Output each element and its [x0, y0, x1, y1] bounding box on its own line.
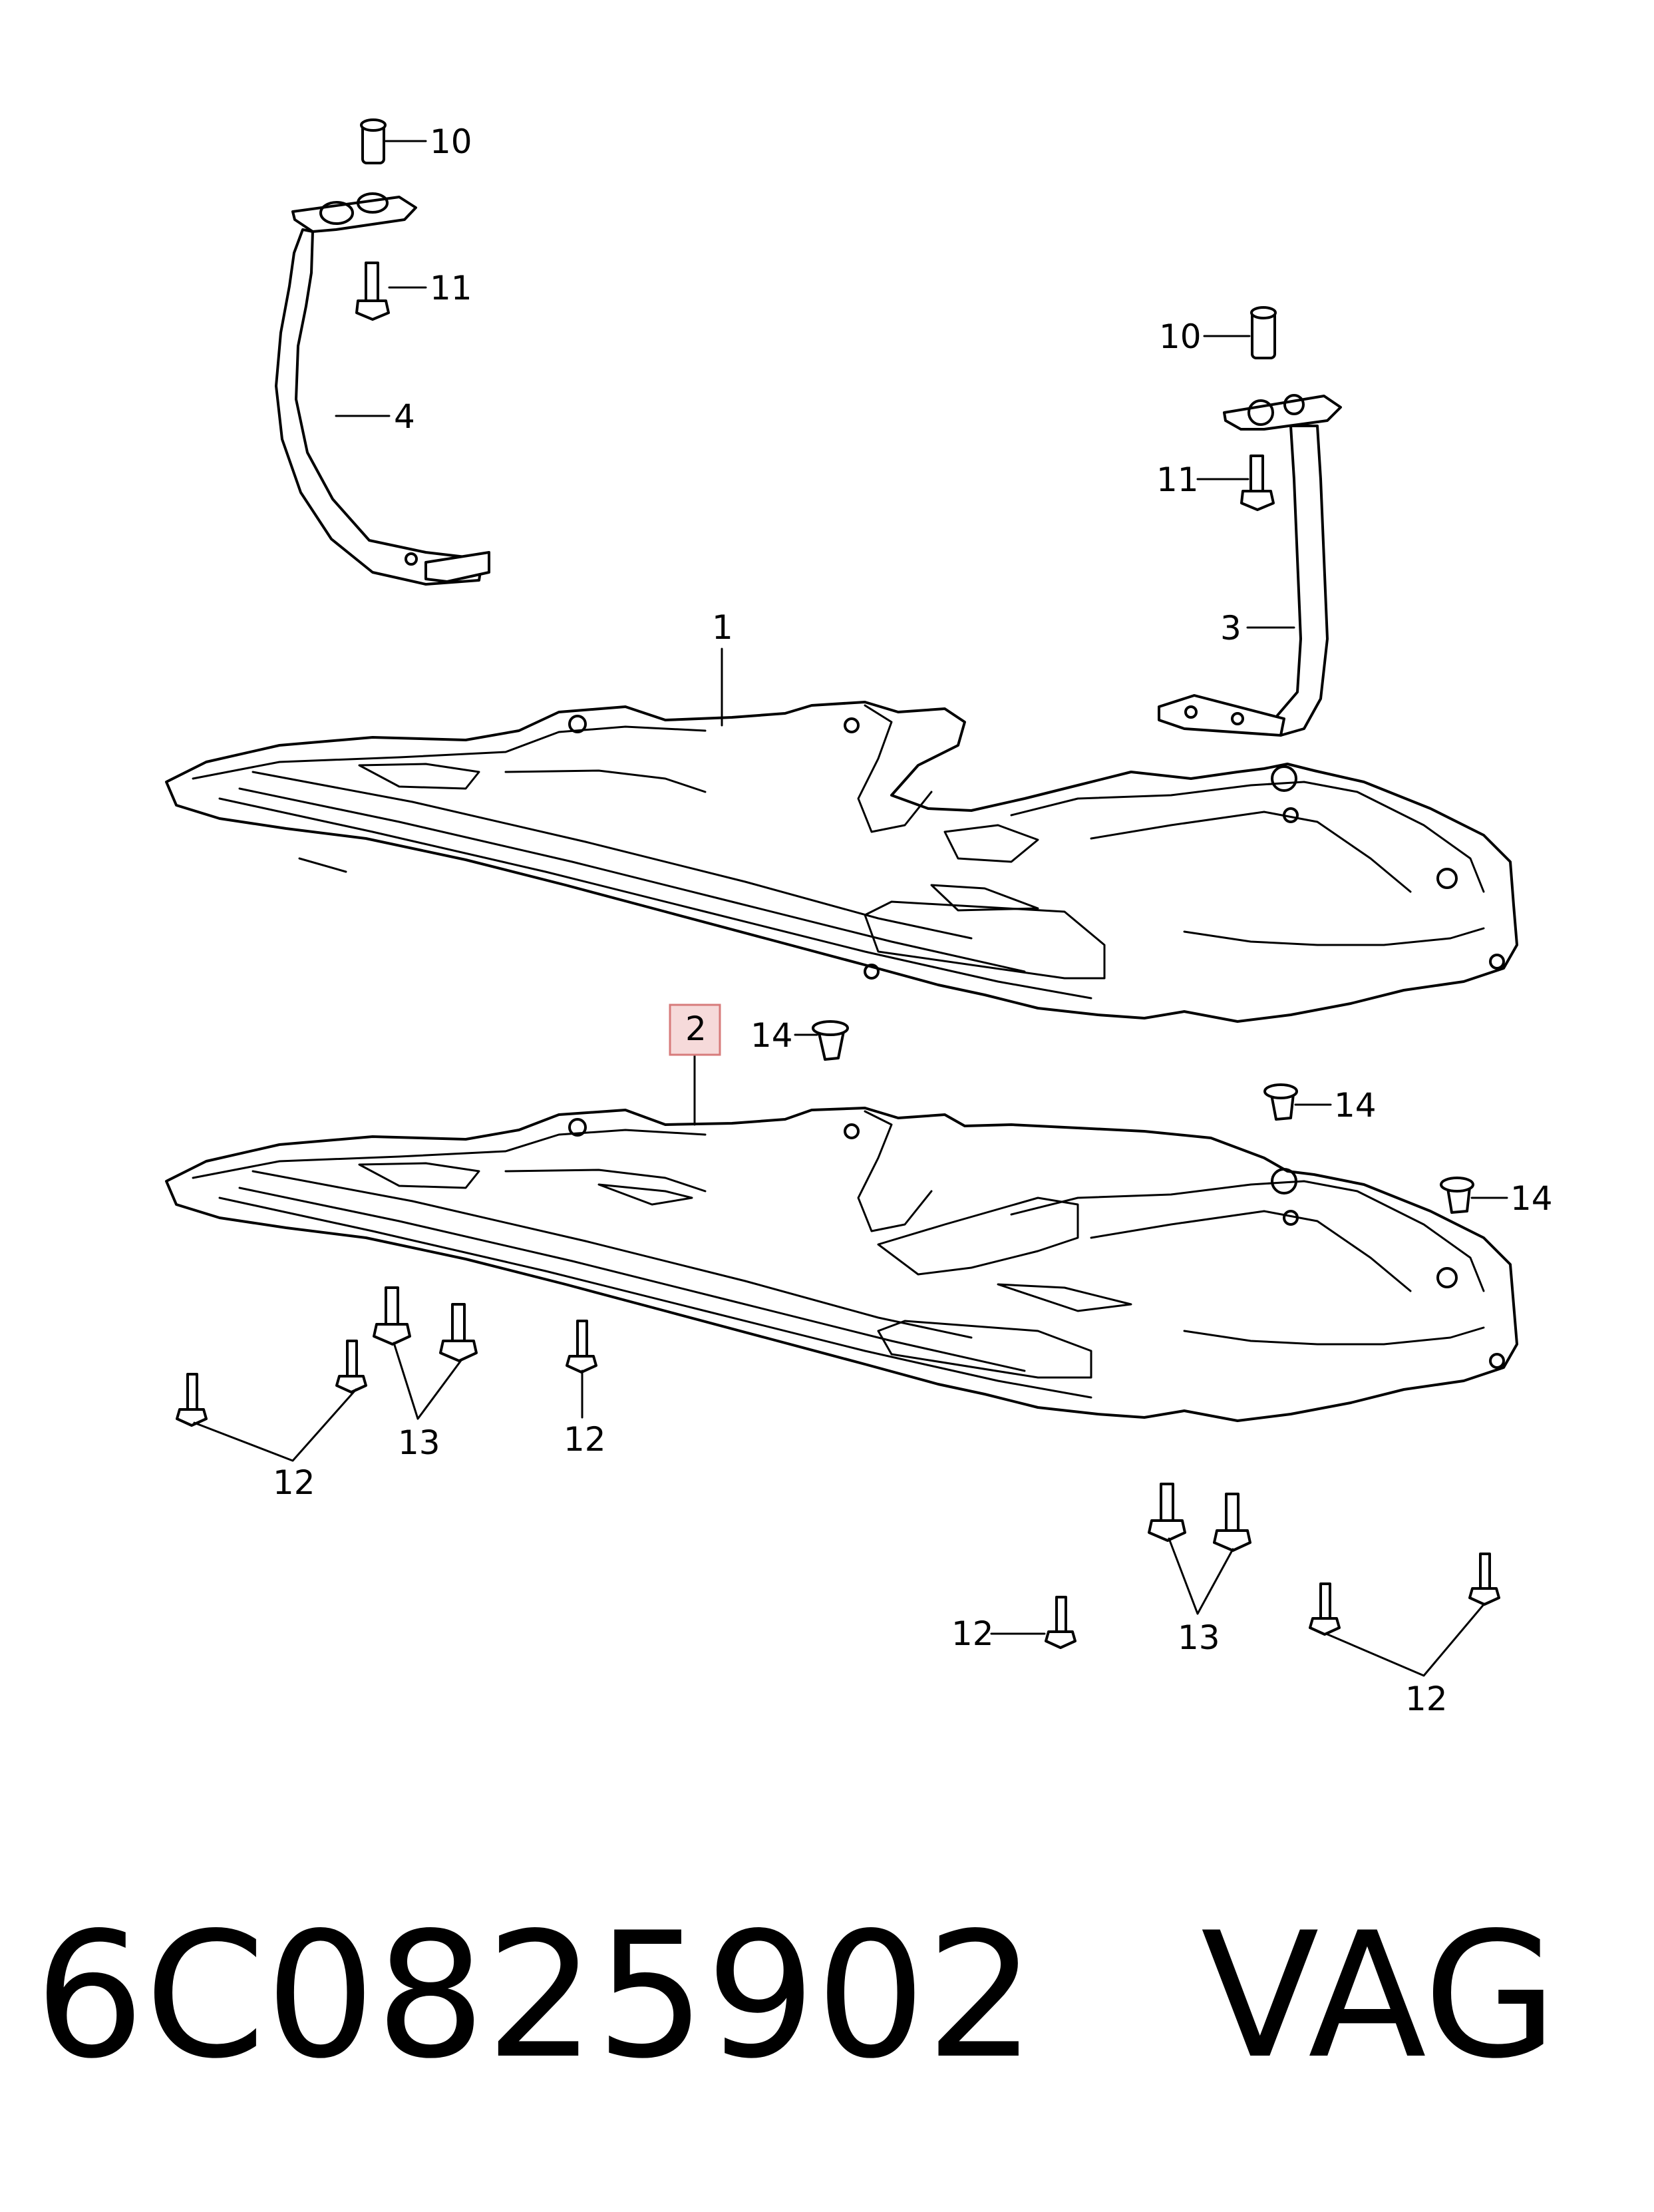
callout-10-left: 10: [430, 122, 472, 161]
callout-3: 3: [1220, 609, 1241, 647]
callout-10-right: 10: [1159, 317, 1202, 356]
bracket-4: [275, 192, 490, 586]
part-number: 6C0825902: [35, 1896, 1036, 2097]
part-caption: 6C0825902 VAG: [35, 1910, 1558, 2083]
bolt-11-left: [355, 262, 390, 321]
underbody-shield-1: [165, 701, 1518, 1023]
callout-11-right: 11: [1156, 461, 1199, 499]
callout-2: 2: [685, 1010, 707, 1048]
callout-12-b: 12: [564, 1420, 606, 1459]
callout-labels: 10 11 4 10 11 3 1 2 14 14 14 12 13 12 12…: [273, 122, 1553, 1718]
underbody-shield-2: [165, 1107, 1518, 1422]
callout-1: 1: [712, 608, 733, 647]
bolt-10-left: [360, 118, 387, 164]
callout-12-d: 12: [1405, 1680, 1448, 1718]
highlight-box: [669, 1004, 721, 1056]
screw-12-d: [1045, 1596, 1076, 1649]
screw-12-e: [1309, 1582, 1341, 1636]
leader-lines: [193, 140, 1508, 1677]
callout-13-a: 13: [398, 1423, 440, 1462]
callout-4: 4: [394, 397, 415, 436]
screw-12-b: [335, 1340, 367, 1393]
brand-name: VAG: [1200, 1896, 1558, 2097]
bolt-10-right: [1250, 306, 1277, 359]
clip-14-c: [1440, 1177, 1474, 1214]
callout-14-b: 14: [1334, 1086, 1377, 1125]
screw-12-f: [1468, 1553, 1500, 1606]
screw-13-b: [439, 1303, 478, 1362]
screw-13-d: [1213, 1493, 1251, 1552]
bracket-3: [1158, 394, 1342, 737]
screw-13-a: [373, 1286, 411, 1346]
callout-12-c: 12: [951, 1614, 994, 1653]
bolt-11-right: [1240, 455, 1275, 511]
callout-11-left: 11: [430, 269, 472, 307]
callout-13-b: 13: [1178, 1618, 1220, 1657]
callout-14-a: 14: [750, 1016, 793, 1055]
screw-13-c: [1148, 1483, 1186, 1542]
screw-12-a: [176, 1373, 208, 1427]
clip-14-a: [812, 1020, 849, 1061]
callout-12-a: 12: [273, 1463, 315, 1502]
callout-14-c: 14: [1510, 1179, 1553, 1218]
clip-14-b: [1263, 1083, 1298, 1121]
screw-12-c: [566, 1320, 597, 1374]
